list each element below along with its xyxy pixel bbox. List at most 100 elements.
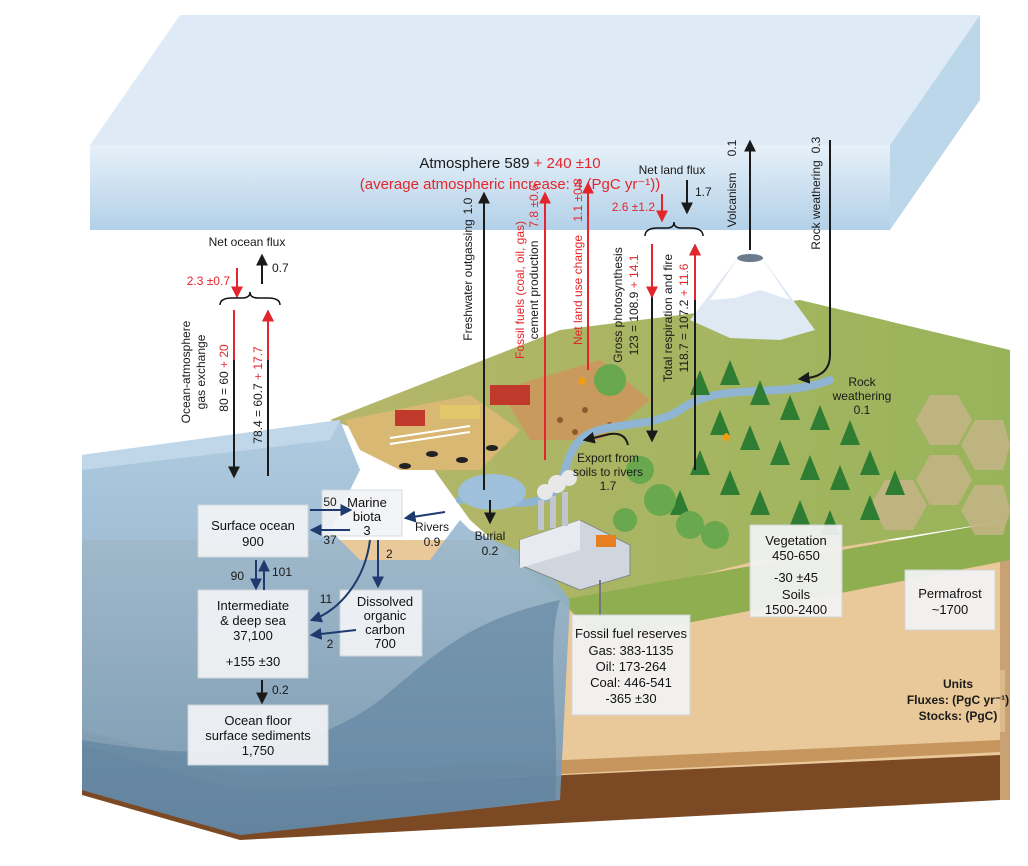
power-plant bbox=[519, 470, 631, 615]
farmland bbox=[345, 395, 520, 470]
net-land-up: 1.7 bbox=[695, 185, 712, 199]
deep-sea-change: +155 ±30 bbox=[226, 654, 281, 669]
ocean-floor-value: 1,750 bbox=[242, 743, 275, 758]
deep-sea-label-2: & deep sea bbox=[220, 613, 287, 628]
deep-sea-label: Intermediate bbox=[217, 598, 289, 613]
fossil-fuels-label: Fossil fuels (coal, oil, gas) bbox=[513, 221, 527, 359]
land-use-value: 1.1 ±0.8 bbox=[571, 178, 585, 222]
flux-surf-to-deep: 90 bbox=[231, 569, 245, 583]
fossil-reserves-title: Fossil fuel reserves bbox=[575, 626, 687, 641]
permafrost-label: Permafrost bbox=[918, 586, 982, 601]
burial-label: Burial bbox=[475, 529, 506, 543]
logging-truck bbox=[490, 385, 530, 405]
units-legend: Units Fluxes: (PgC yr⁻¹) Stocks: (PgC) bbox=[905, 670, 1009, 732]
burial-value: 0.2 bbox=[482, 544, 499, 558]
flux-biota-to-doc: 2 bbox=[386, 547, 393, 561]
gross-photo-label: Gross photosynthesis bbox=[611, 247, 625, 362]
fossil-oil: Oil: 173-264 bbox=[596, 659, 667, 674]
vegetation-change: -30 ±45 bbox=[774, 570, 818, 585]
ocean-floor-box bbox=[187, 704, 329, 766]
rock-weathering-label: Rock weathering bbox=[809, 160, 823, 249]
vegetation-soils-box bbox=[749, 524, 843, 618]
doc-box bbox=[339, 589, 423, 657]
surface-ocean-label: Surface ocean bbox=[211, 518, 295, 533]
flux-surf-to-biota: 50 bbox=[323, 495, 337, 509]
rock-label: Rock bbox=[848, 375, 876, 389]
net-ocean-up: 0.7 bbox=[272, 261, 289, 275]
ocean-internal-arrows bbox=[250, 504, 446, 640]
doc-label: Dissolved bbox=[357, 594, 413, 609]
forest bbox=[594, 360, 905, 549]
flux-biota-to-deep: 11 bbox=[320, 592, 333, 606]
soils-label: Soils bbox=[782, 587, 811, 602]
doc-value: 700 bbox=[374, 636, 396, 651]
flux-doc-to-deep: 2 bbox=[327, 637, 334, 651]
flux-deep-to-surf: 101 bbox=[272, 565, 292, 579]
freshwater-value: 1.0 bbox=[461, 197, 475, 214]
volcano bbox=[690, 254, 815, 340]
export-label: Export from bbox=[577, 451, 639, 465]
deep-sea-value: 37,100 bbox=[233, 628, 273, 643]
marine-biota-label: Marine bbox=[347, 495, 387, 510]
export-value: 1.7 bbox=[600, 479, 617, 493]
respiration-value: 118.7 = 107.2 + 11.6 bbox=[677, 263, 691, 372]
units-title: Units bbox=[943, 677, 973, 691]
volcanism-label: Volcanism bbox=[725, 173, 739, 228]
gross-photo-value: 123 = 108.9 + 14.1 bbox=[627, 254, 641, 355]
permafrost-value: ~1700 bbox=[932, 602, 969, 617]
flux-biota-to-surf: 37 bbox=[323, 533, 337, 547]
deep-sea-box bbox=[197, 589, 309, 679]
net-land-flux-label: Net land flux bbox=[639, 163, 706, 177]
units-fluxes: Fluxes: (PgC yr⁻¹) bbox=[907, 693, 1009, 707]
volcanism-value: 0.1 bbox=[725, 139, 739, 156]
ocean-down-value: 80 = 60 + 20 bbox=[217, 344, 231, 412]
ocean-floor-label: Ocean floor bbox=[224, 713, 292, 728]
rivers-label: Rivers bbox=[415, 520, 449, 534]
permafrost-box bbox=[904, 569, 996, 631]
rock-label-2: weathering bbox=[832, 389, 892, 403]
freshwater-label: Freshwater outgassing bbox=[461, 219, 475, 340]
ocean-flux-labels: 50 37 90 101 2 11 2 Rivers 0.9 bbox=[231, 495, 449, 651]
land-use-label: Net land use change bbox=[571, 235, 585, 345]
land-fluxes: Freshwater outgassing 1.0 Burial 0.2 Fos… bbox=[461, 136, 891, 558]
net-land-down: 2.6 ±1.2 bbox=[612, 200, 656, 214]
fossil-fuels-value: 7.8 ±0.6 bbox=[527, 184, 541, 228]
lake bbox=[458, 474, 526, 510]
forest-fire-icon bbox=[722, 433, 730, 441]
gas-exchange-label-2: gas exchange bbox=[194, 334, 208, 409]
soils-value: 1500-2400 bbox=[765, 602, 827, 617]
ocean-floor-label-2: surface sediments bbox=[205, 728, 311, 743]
doc-label-3: carbon bbox=[365, 622, 405, 637]
fossil-coal: Coal: 446-541 bbox=[590, 675, 672, 690]
vegetation-value: 450-650 bbox=[772, 548, 820, 563]
vegetation-label: Vegetation bbox=[765, 533, 826, 548]
stock-labels: Surface ocean 900 Marine biota 3 Interme… bbox=[205, 495, 982, 758]
gas-exchange-label: Ocean-atmosphere bbox=[179, 320, 193, 423]
ocean-atmosphere-exchange: Net ocean flux 2.3 ±0.7 0.7 Ocean-atmosp… bbox=[179, 235, 289, 479]
cement-label: cement production bbox=[527, 241, 541, 340]
marine-biota-label-2: biota bbox=[353, 509, 382, 524]
fossil-reserves-box bbox=[571, 614, 691, 716]
fossil-change: -365 ±30 bbox=[605, 691, 656, 706]
surface-ocean-value: 900 bbox=[242, 534, 264, 549]
flux-deep-to-floor: 0.2 bbox=[272, 683, 289, 697]
atmosphere-title: Atmosphere 589 + 240 ±10 bbox=[419, 155, 600, 172]
marine-biota-value: 3 bbox=[363, 523, 370, 538]
export-label-2: soils to rivers bbox=[573, 465, 643, 479]
tractor bbox=[395, 410, 425, 426]
rock-weathering-value: 0.3 bbox=[809, 136, 823, 153]
net-ocean-flux-label: Net ocean flux bbox=[209, 235, 286, 249]
grassland-hexagons bbox=[871, 395, 1010, 535]
surface-ocean-box bbox=[197, 504, 309, 558]
rivers-value: 0.9 bbox=[424, 535, 441, 549]
brace bbox=[219, 291, 281, 306]
net-ocean-down: 2.3 ±0.7 bbox=[187, 274, 231, 288]
stock-boxes bbox=[187, 489, 996, 766]
units-stocks: Stocks: (PgC) bbox=[919, 709, 998, 723]
marine-biota-box bbox=[321, 489, 403, 537]
rock-label-value: 0.1 bbox=[854, 403, 871, 417]
respiration-label: Total respiration and fire bbox=[661, 254, 675, 382]
fossil-gas: Gas: 383-1135 bbox=[588, 643, 673, 658]
